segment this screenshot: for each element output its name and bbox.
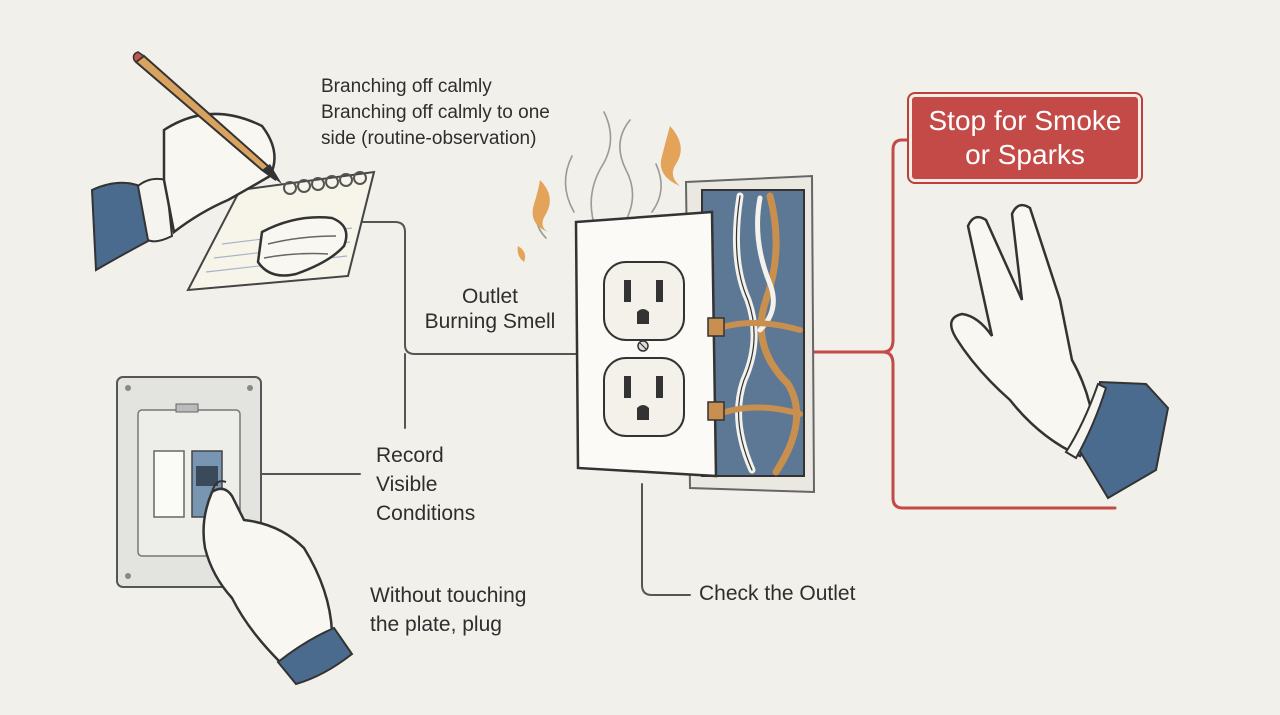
notes-line-2: Branching off calmly to one	[321, 102, 550, 123]
touch-line-2: the plate, plug	[370, 613, 502, 636]
touch-line-1: Without touching	[370, 584, 527, 607]
notes-line-3: side (routine-observation)	[321, 128, 537, 149]
stop-line-1: Stop for Smoke	[928, 105, 1122, 136]
label-record-conditions: Record Visible Conditions	[376, 441, 475, 528]
stop-warning-box: Stop for Smoke or Sparks	[907, 92, 1143, 184]
record-line-1: Record	[376, 444, 444, 467]
writing-hand-icon	[90, 112, 348, 277]
stop-warning-text: Stop for Smoke or Sparks	[929, 104, 1122, 172]
notes-line-1: Branching off calmly	[321, 76, 492, 97]
label-without-touching: Without touching the plate, plug	[370, 581, 526, 639]
stop-line-2: or Sparks	[965, 139, 1085, 170]
center-line-2: Burning Smell	[424, 310, 556, 333]
connector-lines	[245, 221, 691, 596]
pencil-icon	[132, 51, 282, 184]
connector-notes	[341, 221, 581, 355]
stop-hand-icon	[949, 203, 1170, 500]
label-check-outlet: Check the Outlet	[699, 582, 856, 605]
label-outlet-burning-smell: Outlet Burning Smell	[420, 284, 560, 334]
pointing-hand-icon	[202, 480, 354, 686]
outlet-icon	[574, 210, 725, 478]
wiring-box-icon	[684, 174, 816, 494]
record-line-3: Conditions	[376, 502, 476, 525]
center-line-1: Outlet	[461, 285, 519, 308]
record-line-2: Visible	[376, 473, 438, 496]
label-branching-notes: Branching off calmly Branching off calml…	[321, 74, 550, 152]
connector-check	[641, 483, 691, 596]
